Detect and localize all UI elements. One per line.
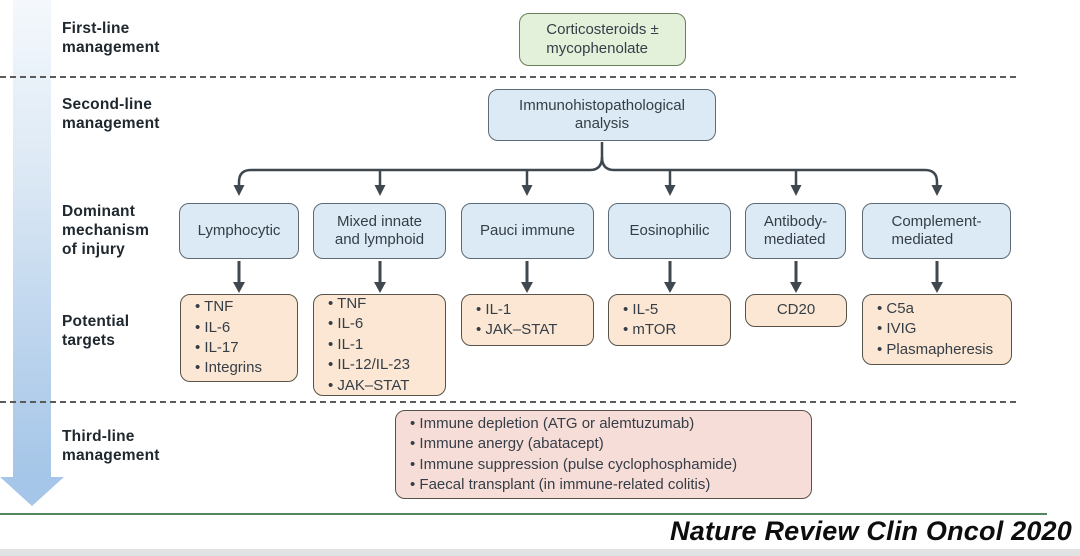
box-targets-antibody-mediated: CD20 xyxy=(745,294,847,327)
label-potential-targets: Potential targets xyxy=(62,313,130,349)
target-list: C5a IVIG Plasmapheresis xyxy=(863,299,1001,360)
label-dominant-mechanism: Dominant mechanism of injury xyxy=(62,203,150,258)
target-item: IL-5 xyxy=(623,300,676,320)
target-item: IL-1 xyxy=(476,300,557,320)
box-mechanism-mixed-innate-lymphoid: Mixed innate and lymphoid xyxy=(313,203,446,259)
target-list: TNF IL-6 IL-17 Integrins xyxy=(181,297,270,379)
label-first-line: First-line management xyxy=(62,20,160,56)
footer-divider xyxy=(0,513,1047,515)
target-item: JAK–STAT xyxy=(328,376,410,396)
box-mechanism-pauci-immune: Pauci immune xyxy=(461,203,594,259)
box-immunohistopathological-analysis-label: Immunohistopathological analysis xyxy=(519,96,685,132)
box-immunohistopathological-analysis: Immunohistopathological analysis xyxy=(488,89,716,141)
target-item: IL-6 xyxy=(195,318,262,338)
box-targets-lymphocytic: TNF IL-6 IL-17 Integrins xyxy=(180,294,298,382)
box-mechanism-antibody-mediated: Antibody- mediated xyxy=(745,203,846,259)
box-mechanism-complement-mediated: Complement- mediated xyxy=(862,203,1011,259)
target-item: IVIG xyxy=(877,319,993,339)
box-mechanism-eosinophilic: Eosinophilic xyxy=(608,203,731,259)
box-corticosteroids: Corticosteroids ± mycophenolate xyxy=(519,13,686,66)
target-item: IL-17 xyxy=(195,338,262,358)
target-list: TNF IL-6 IL-1 IL-12/IL-23 JAK–STAT xyxy=(314,294,418,396)
box-targets-pauci-immune: IL-1 JAK–STAT xyxy=(461,294,594,346)
mechanism-label: Complement- mediated xyxy=(891,212,982,248)
timeline-arrow-shaft xyxy=(13,0,51,478)
timeline-arrow-down-icon xyxy=(0,477,64,506)
label-second-line: Second-line management xyxy=(62,96,160,132)
box-corticosteroids-label: Corticosteroids ± mycophenolate xyxy=(546,21,659,57)
target-item: Integrins xyxy=(195,358,262,378)
target-item: Plasmapheresis xyxy=(877,340,993,360)
box-targets-eosinophilic: IL-5 mTOR xyxy=(608,294,731,346)
target-list: IL-5 mTOR xyxy=(609,300,684,341)
mechanism-label: Pauci immune xyxy=(479,221,576,239)
target-item: mTOR xyxy=(623,320,676,340)
third-line-item: Faecal transplant (in immune-related col… xyxy=(410,475,737,495)
target-list: IL-1 JAK–STAT xyxy=(462,300,565,341)
third-line-item: Immune depletion (ATG or alemtuzumab) xyxy=(410,414,737,434)
box-mechanism-lymphocytic: Lymphocytic xyxy=(179,203,299,259)
mechanism-label: Mixed innate and lymphoid xyxy=(334,212,425,248)
mechanism-label: Eosinophilic xyxy=(629,221,710,239)
box-targets-complement-mediated: C5a IVIG Plasmapheresis xyxy=(862,294,1012,365)
target-item: IL-12/IL-23 xyxy=(328,355,410,375)
target-item: JAK–STAT xyxy=(476,320,557,340)
label-third-line: Third-line management xyxy=(62,428,160,464)
divider-second-third xyxy=(0,401,1016,403)
target-item: C5a xyxy=(877,299,993,319)
source-attribution: Nature Review Clin Oncol 2020 xyxy=(670,516,1072,546)
target-item: TNF xyxy=(328,294,410,314)
third-line-item: Immune anergy (abatacept) xyxy=(410,434,737,454)
divider-first-second xyxy=(0,76,1016,78)
mechanism-label: Lymphocytic xyxy=(197,221,281,239)
mechanism-label: Antibody- mediated xyxy=(763,212,828,248)
third-line-item: Immune suppression (pulse cyclophosphami… xyxy=(410,455,737,475)
box-targets-mixed-innate-lymphoid: TNF IL-6 IL-1 IL-12/IL-23 JAK–STAT xyxy=(313,294,446,396)
target-item: CD20 xyxy=(776,301,816,319)
third-line-list: Immune depletion (ATG or alemtuzumab) Im… xyxy=(396,414,745,496)
box-third-line-options: Immune depletion (ATG or alemtuzumab) Im… xyxy=(395,410,812,499)
target-item: IL-1 xyxy=(328,335,410,355)
bottom-edge-bar xyxy=(0,549,1080,556)
target-item: IL-6 xyxy=(328,314,410,334)
target-item: TNF xyxy=(195,297,262,317)
